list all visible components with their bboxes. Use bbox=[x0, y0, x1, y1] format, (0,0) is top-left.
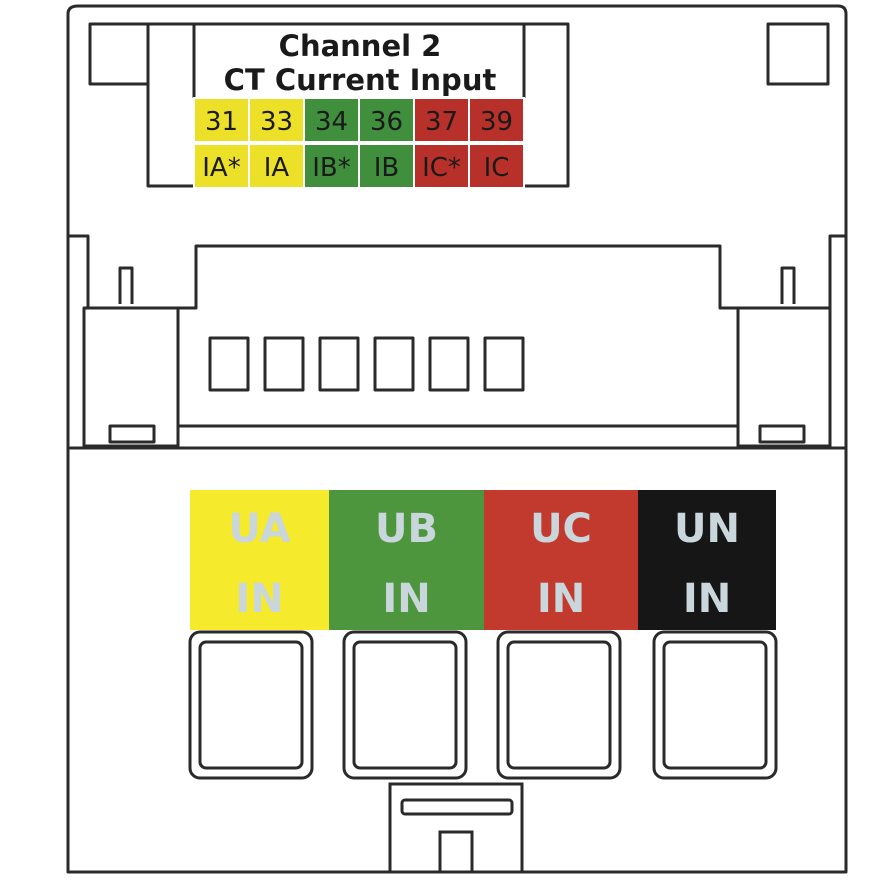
ct-title-line2: CT Current Input bbox=[224, 63, 497, 97]
voltage-label-line1: UA bbox=[228, 506, 290, 552]
right-latch-housing bbox=[736, 306, 832, 448]
indicator-window-4 bbox=[373, 336, 415, 392]
ct-terminal-number-cell-31 bbox=[193, 97, 250, 143]
left-latch-slot bbox=[108, 424, 156, 444]
top-right-clip bbox=[766, 22, 830, 86]
ct-terminal-label: IC bbox=[484, 153, 510, 183]
ct-terminal-label: IC* bbox=[422, 153, 461, 183]
ct-terminal-number: 37 bbox=[425, 107, 458, 137]
socket-un[interactable] bbox=[652, 630, 778, 780]
ct-terminal-label: IA bbox=[264, 153, 290, 183]
voltage-label-line2: IN bbox=[382, 576, 430, 622]
voltage-label-un bbox=[638, 490, 776, 630]
ct-title-line1: Channel 2 bbox=[279, 29, 442, 63]
voltage-label-strip: UA IN UB IN UC IN UN IN bbox=[190, 490, 776, 630]
indicator-window-6 bbox=[483, 336, 525, 392]
voltage-label-line2: IN bbox=[235, 576, 283, 622]
ct-terminal-label-cell-37 bbox=[413, 143, 470, 189]
socket-uc[interactable] bbox=[496, 630, 622, 780]
socket-ua[interactable] bbox=[188, 630, 314, 780]
indicator-window-2 bbox=[263, 336, 305, 392]
top-left-clip bbox=[88, 22, 150, 86]
left-latch-post bbox=[118, 266, 134, 304]
ct-terminal-number: 39 bbox=[480, 107, 513, 137]
ct-terminal-label: IA* bbox=[202, 153, 240, 183]
indicator-window-5 bbox=[428, 336, 470, 392]
voltage-label-line1: UN bbox=[674, 506, 740, 552]
socket-ub[interactable] bbox=[342, 630, 468, 780]
ct-terminal-label-cell-31 bbox=[193, 143, 250, 189]
left-latch-housing bbox=[82, 306, 180, 448]
indicator-window-3 bbox=[318, 336, 360, 392]
voltage-label-ub bbox=[329, 490, 484, 630]
bottom-clip bbox=[388, 782, 524, 872]
ct-terminal-number: 33 bbox=[260, 107, 293, 137]
indicator-window-1 bbox=[208, 336, 250, 392]
right-latch-slot bbox=[758, 424, 806, 444]
voltage-label-line2: IN bbox=[683, 576, 731, 622]
voltage-label-uc bbox=[484, 490, 638, 630]
voltage-sockets bbox=[188, 630, 778, 780]
voltage-label-line1: UC bbox=[530, 506, 592, 552]
ct-terminal-number-cell-39 bbox=[468, 97, 525, 143]
ct-terminal-number: 34 bbox=[315, 107, 348, 137]
ct-terminal-number: 36 bbox=[370, 107, 403, 137]
ct-terminal-number-cell-33 bbox=[248, 97, 305, 143]
voltage-label-line1: UB bbox=[375, 506, 438, 552]
ct-terminal-label: IB* bbox=[312, 153, 351, 183]
housing-outline bbox=[66, 4, 848, 874]
right-latch-post bbox=[780, 266, 796, 304]
ct-terminal-label: IB bbox=[374, 153, 400, 183]
upper-body-outline bbox=[68, 234, 846, 310]
ct-terminal-number: 31 bbox=[205, 107, 238, 137]
ct-terminal-number-cell-37 bbox=[413, 97, 470, 143]
voltage-label-line2: IN bbox=[537, 576, 585, 622]
ct-terminal-label-cell-39 bbox=[468, 143, 525, 189]
ct-terminal-number-cell-34 bbox=[303, 97, 360, 143]
voltage-label-ua bbox=[190, 490, 329, 630]
